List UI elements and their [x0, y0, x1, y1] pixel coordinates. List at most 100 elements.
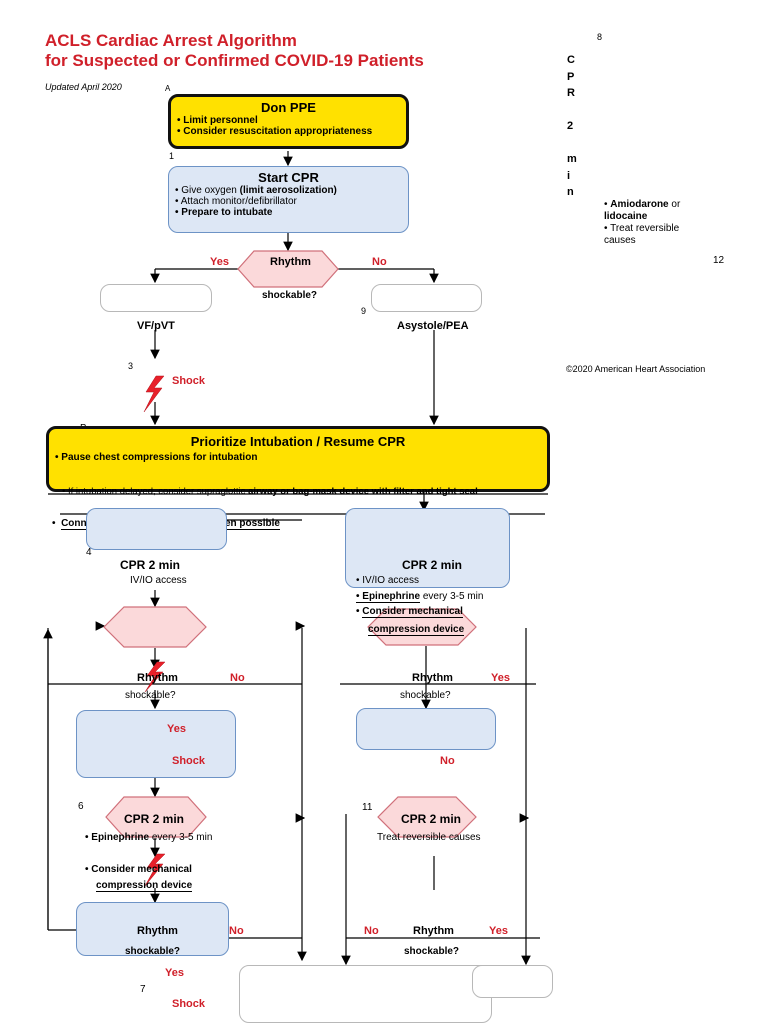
marker-6: 6	[78, 801, 84, 812]
asystole-label: Asystole/PEA	[397, 320, 469, 332]
box-5	[76, 710, 236, 778]
right-cpr-epi-freq: every 3-5 min	[420, 591, 484, 602]
rhythm-br-shockable: shockable?	[404, 946, 460, 957]
title-line-1: ACLS Cardiac Arrest Algorithm	[45, 31, 297, 50]
marker-9: 9	[361, 306, 367, 316]
shock-label-1: Shock	[172, 375, 206, 387]
right-cpr-epi: • Epinephrine	[356, 591, 421, 603]
start-cpr-bullet-1: • Give oxygen (limit aerosolization)	[175, 185, 408, 196]
rhythm-left-label: Rhythm	[137, 672, 178, 684]
cpr-v-0: C	[567, 54, 575, 66]
right-cpr-title: CPR 2 min	[402, 558, 463, 572]
start-cpr-bullet-1a: • Give oxygen	[175, 185, 240, 196]
start-cpr-title: Start CPR	[258, 170, 319, 185]
rhythm-right-shockable: shockable?	[400, 690, 451, 701]
right-cpr-mech: Consider mechanical	[362, 606, 463, 618]
prioritize-intubation-box: Prioritize Intubation / Resume CPR • Pau…	[46, 426, 550, 492]
rhythm-right-yes: Yes	[491, 672, 510, 684]
start-cpr-bullet-1b: (limit aerosolization)	[239, 185, 337, 196]
rhythm-left-shockable: shockable?	[125, 690, 176, 701]
marker-11: 11	[362, 802, 373, 813]
treat-reversible-causes: causes	[604, 235, 636, 246]
marker-3: 3	[128, 361, 134, 371]
cpr-v-3	[567, 102, 577, 119]
box-11-title: CPR 2 min	[401, 812, 462, 826]
rhythm-top-label: Rhythm	[270, 256, 311, 268]
box-6-epi-freq: every 3-5 min	[149, 832, 213, 843]
amiodarone-note: • Amiodarone or lidocaine • Treat revers…	[604, 199, 680, 247]
prioritize-bullet-2: • If intubation delayed, consider suprag…	[62, 486, 478, 497]
shock-label-2: Shock	[172, 755, 206, 767]
prioritize-bullet-2a: • If intubation delayed, consider suprag…	[62, 486, 249, 497]
start-cpr-box: Start CPR • Give oxygen (limit aerosoliz…	[168, 166, 409, 233]
marker-12: 12	[713, 255, 725, 266]
box-6-epi: • Epinephrine	[85, 832, 150, 843]
rhythm-br-yes: Yes	[489, 925, 508, 937]
box-6-mech: mechanical	[134, 864, 192, 875]
don-ppe-bullet-2: • Consider resuscitation appropriateness	[177, 126, 373, 137]
start-cpr-bullet-2: • Attach monitor/defibrillator	[175, 196, 297, 207]
prioritize-bullet-1: • Pause chest compressions for intubatio…	[55, 452, 258, 463]
don-ppe-bullet-1: • Limit personnel	[177, 115, 258, 126]
amiodarone-name: Amiodarone	[610, 199, 669, 210]
right-cpr-bullet-3: • Consider mechanical	[356, 606, 463, 618]
prioritize-title: Prioritize Intubation / Resume CPR	[190, 434, 406, 449]
right-blue-box	[356, 708, 496, 750]
cpr-v-2: R	[567, 87, 575, 99]
prioritize-bullet-2b: airway or bag-mask device with filter an…	[248, 486, 478, 497]
cpr-v-8: n	[567, 186, 574, 198]
rhythm-top-yes: Yes	[210, 256, 229, 268]
vf-box	[100, 284, 212, 312]
asystole-box	[371, 284, 482, 312]
updated-note: Updated April 2020	[45, 82, 122, 92]
box-6-bullet-3: compression device	[96, 880, 193, 892]
cpr-v-5	[567, 135, 577, 152]
left-cpr-title: CPR 2 min	[120, 558, 181, 572]
box-6-bullet-2: • Consider mechanical	[85, 864, 192, 875]
box-5-yes: Yes	[167, 723, 186, 735]
rhythm-right-no: No	[440, 755, 455, 767]
right-cpr-bullet-2: • Epinephrine every 3-5 min	[356, 591, 484, 603]
cpr-v-4: 2	[567, 120, 574, 132]
marker-7: 7	[140, 984, 146, 995]
cpr-v-1: P	[567, 70, 575, 83]
vf-label: VF/pVT	[137, 320, 175, 332]
rhythm-bl-shockable: shockable?	[125, 946, 181, 957]
right-cpr-bullet-1: • IV/IO access	[356, 575, 419, 586]
don-ppe-title: Don PPE	[261, 100, 316, 115]
rhythm-br-no: No	[364, 925, 379, 937]
don-ppe-box: Don PPE • Limit personnel • Consider res…	[168, 94, 409, 149]
lidocaine-name: lidocaine	[604, 211, 648, 222]
rhythm-bl-label: Rhythm	[137, 925, 178, 937]
box-6-consider: • Consider	[85, 864, 135, 875]
marker-a: A	[165, 84, 171, 93]
left-cpr-sub: IV/IO access	[130, 575, 187, 586]
right-cpr-box	[345, 508, 510, 588]
rhythm-left-no: No	[230, 672, 245, 684]
marker-8: 8	[597, 32, 603, 42]
amiodarone-or: or	[668, 199, 681, 210]
box-6-bullet-1: • Epinephrine every 3-5 min	[85, 832, 212, 843]
bottom-left-rhythm-box	[76, 902, 229, 956]
bottom-center-box	[239, 965, 492, 1023]
rhythm-bl-no: No	[229, 925, 244, 937]
marker-1: 1	[169, 151, 175, 161]
copyright: ©2020 American Heart Association	[566, 364, 706, 374]
box-6-title: CPR 2 min	[124, 812, 185, 826]
cpr-v-6: m	[567, 153, 577, 165]
cpr-v-7: i	[567, 169, 571, 182]
right-cpr-mech-2: compression device	[368, 624, 465, 636]
rhythm-top-no: No	[372, 256, 387, 268]
cpr-vertical-text: C P R 2 m i n	[567, 52, 577, 201]
treat-reversible: • Treat reversible	[604, 223, 680, 234]
shock-label-3: Shock	[172, 998, 206, 1010]
left-cpr-box	[86, 508, 227, 550]
rhythm-top-shockable: shockable?	[262, 290, 318, 301]
marker-4: 4	[86, 547, 92, 558]
rhythm-br-label: Rhythm	[413, 925, 454, 937]
amiodarone-line-1: • Amiodarone or	[604, 199, 681, 210]
start-cpr-bullet-3: • Prepare to intubate	[175, 207, 273, 218]
rhythm-bl-yes: Yes	[165, 967, 184, 979]
bottom-right-box	[472, 965, 553, 998]
box-11-sub: Treat reversible causes	[377, 832, 481, 843]
